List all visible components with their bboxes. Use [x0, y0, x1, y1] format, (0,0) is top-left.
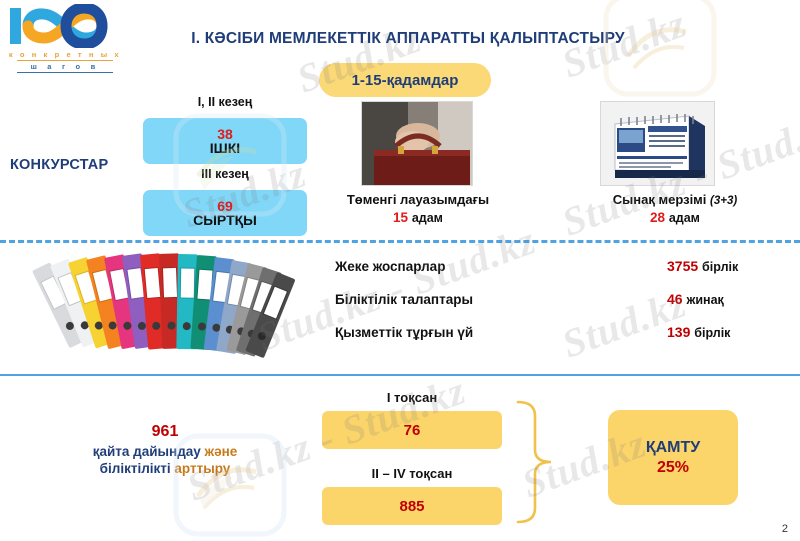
coverage-box: ҚАМТУ 25%: [608, 410, 738, 505]
competitions-label: КОНКУРСТАР: [10, 157, 109, 173]
quarter2-caption: II – IV тоқсан: [371, 466, 453, 481]
briefcase-unit: адам: [411, 211, 443, 226]
external-competitions-count: 69: [217, 197, 233, 214]
stat-row: Біліктілік талаптары 46 жинақ: [335, 291, 765, 324]
quarter1-value-box: 76: [322, 411, 502, 449]
retraining-line1: қайта дайындау: [92, 443, 205, 459]
stat-row: Жеке жоспарлар 3755 бірлік: [335, 258, 765, 291]
steps-range-label: 1-15-қадамдар: [351, 71, 459, 89]
retraining-line2: біліктілікті: [99, 461, 175, 477]
quarter2-value: 885: [399, 497, 425, 515]
stat-name: Біліктілік талаптары: [335, 292, 473, 307]
briefcase-value: 15: [393, 210, 409, 226]
slide-title: I. КӘСІБИ МЕМЛЕКЕТТІК АППАРАТТЫ ҚАЛЫПТАС…: [191, 30, 625, 47]
stat-unit: бірлік: [702, 260, 739, 274]
calendar-caption-block: Сынақ мерзімі (3+3) 28 адам: [575, 192, 775, 227]
page-number: 2: [781, 523, 788, 535]
calendar-unit: адам: [668, 211, 700, 226]
calendar-icon: [601, 102, 714, 185]
binders-icon: [14, 253, 314, 365]
stat-name: Қызметтік тұрғын үй: [335, 325, 474, 340]
stat-name: Жеке жоспарлар: [335, 259, 446, 274]
internal-competitions-count: 38: [217, 125, 233, 142]
ring-binders-photo: [14, 253, 314, 365]
logo-infinity-icon: [10, 2, 108, 50]
stat-value: 46: [667, 291, 683, 307]
external-competitions-type: СЫРТҚЫ: [193, 212, 257, 228]
divider-solid: [0, 374, 800, 376]
logo-word-bottom: ш а г о в: [17, 60, 113, 73]
calendar-value: 28: [650, 210, 666, 226]
stat-unit: бірлік: [694, 326, 731, 340]
stat-row: Қызметтік тұрғын үй 139 бірлік: [335, 324, 765, 357]
internal-competitions-type: ІШКІ: [209, 140, 241, 156]
steps-range-pill: 1-15-қадамдар: [319, 63, 491, 97]
external-competitions-box: 69 СЫРТҚЫ: [143, 190, 307, 236]
quarter1-value: 76: [403, 421, 421, 439]
briefcase-icon: [362, 102, 472, 185]
desk-calendar-photo: [600, 101, 715, 186]
brace-shape-icon: [516, 400, 552, 524]
calendar-caption: Сынақ мерзімі: [612, 192, 707, 207]
retraining-count: 961: [151, 423, 179, 440]
stat-value: 3755: [667, 258, 699, 274]
divider-dashed: [0, 240, 800, 243]
retraining-line2-highlight: арттыру: [174, 461, 231, 477]
stage1-caption: I, II кезең: [197, 95, 253, 109]
stats-list: Жеке жоспарлар 3755 бірлік Біліктілік та…: [335, 258, 765, 357]
stage2-caption: III кезең: [201, 167, 249, 181]
watermark-logo-icon: [600, 0, 720, 105]
stat-value: 139: [667, 324, 691, 340]
logo-100-konkretnyh-shagov: к о н к р е т н ы х ш а г о в: [6, 2, 124, 74]
curly-brace-icon: [513, 400, 563, 525]
retraining-block: 961 қайта дайындау және біліктілікті арт…: [20, 422, 310, 478]
briefcase-caption-block: Төменгі лауазымдағы 15 адам: [320, 192, 516, 227]
logo-mark-icon: [6, 2, 124, 50]
briefcase-photo: [361, 101, 473, 186]
calendar-caption-note: (3+3): [710, 195, 738, 207]
stat-unit: жинақ: [686, 293, 724, 307]
coverage-percent: 25%: [656, 458, 690, 476]
retraining-line1-highlight: және: [204, 443, 238, 459]
logo-word-top: к о н к р е т н ы х: [8, 50, 122, 59]
quarter1-caption: I тоқсан: [386, 390, 438, 405]
internal-competitions-box: 38 ІШКІ: [143, 118, 307, 164]
briefcase-caption: Төменгі лауазымдағы: [346, 192, 490, 207]
quarter2-value-box: 885: [322, 487, 502, 525]
coverage-label: ҚАМТУ: [645, 439, 701, 457]
